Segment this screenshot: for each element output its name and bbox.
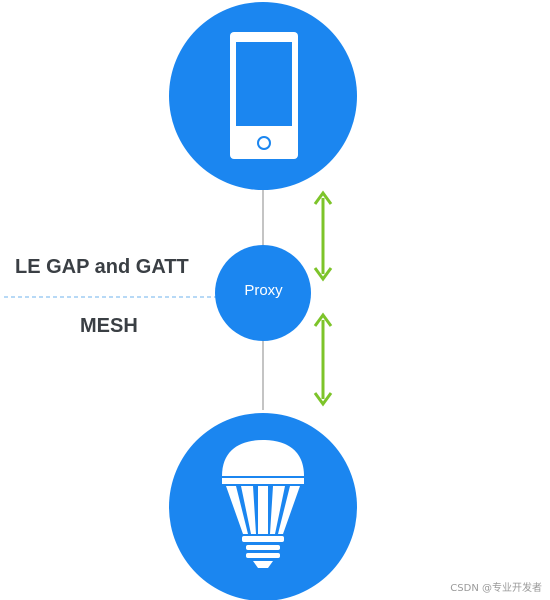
bulb-node (169, 413, 357, 600)
proxy-label: Proxy (244, 282, 283, 299)
double-arrow-upper (313, 190, 333, 282)
proxy-node (215, 245, 311, 341)
light-bulb-icon (222, 440, 304, 568)
watermark-text: CSDN @专业开发者 (450, 583, 542, 594)
label-le-gap-gatt: LE GAP and GATT (15, 256, 189, 278)
double-arrow-lower (313, 312, 333, 407)
label-mesh: MESH (80, 315, 138, 337)
smartphone-icon (230, 32, 298, 159)
phone-node (169, 2, 357, 190)
